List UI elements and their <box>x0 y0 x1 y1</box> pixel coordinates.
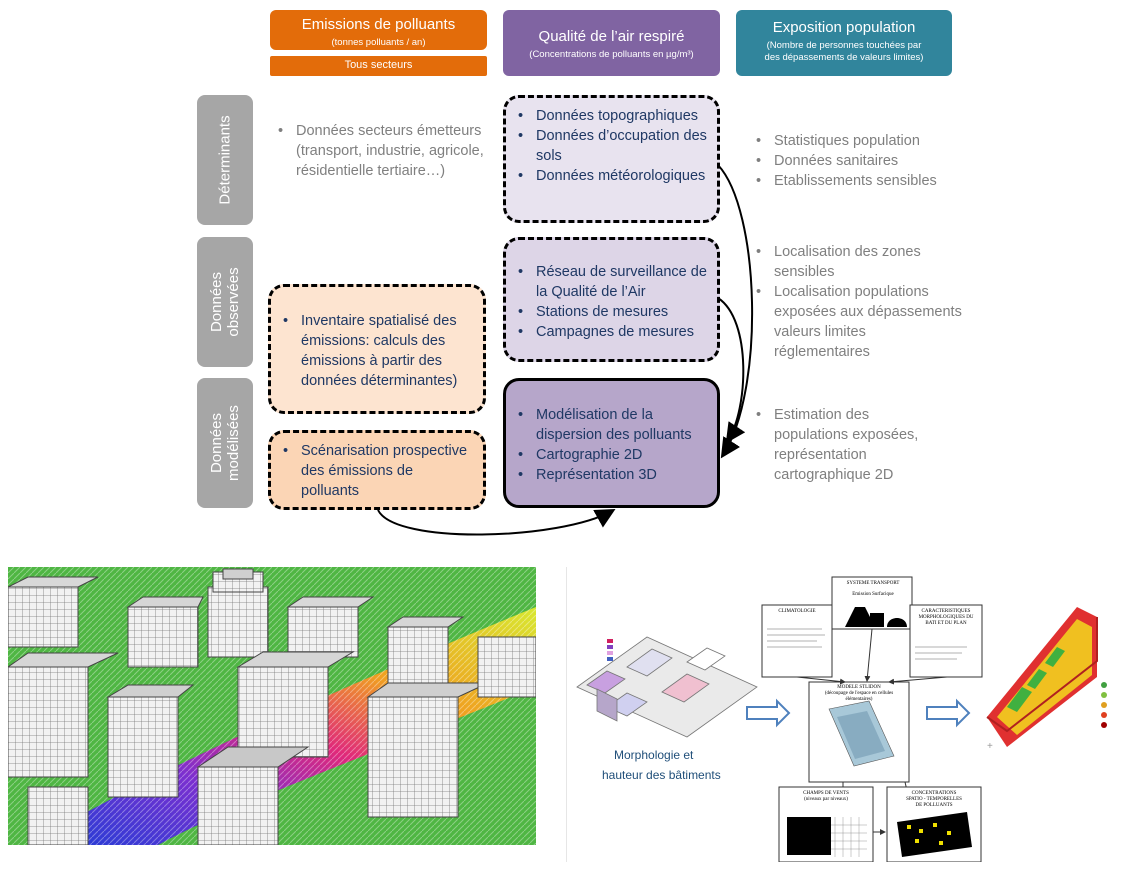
header-air-title: Qualité de l’air respiré <box>538 28 685 45</box>
cell-exposition-observees: Localisation des zones sensibles Localis… <box>752 242 962 362</box>
list-item: Localisation des zones sensibles <box>752 242 962 282</box>
model-scheme-panel: + SYSTEME TRANSPORT Emission Surfacique … <box>566 567 1122 862</box>
scheme-climatology-label: CLIMATOLOGIE <box>778 609 816 614</box>
list-item: Réseau de surveillance de la Qualité de … <box>514 262 709 302</box>
list-item: Statistiques population <box>752 131 952 151</box>
header-exposition-subtitle-1: (Nombre de personnes touchées par <box>766 40 922 51</box>
scheme-caracteristiques-label: CARACTERISTIQUES MORPHOLOGIQUES DU BATI … <box>918 609 974 626</box>
row-label-determinants: Déterminants <box>197 95 253 225</box>
list-item: Scénarisation prospective des émissions … <box>279 441 475 501</box>
list-item: Données secteurs émetteurs (transport, i… <box>274 121 484 181</box>
flow-arrows <box>377 164 754 536</box>
list-item: Estimation des populations exposées, rep… <box>752 405 922 485</box>
header-air-quality: Qualité de l’air respiré (Concentrations… <box>503 10 720 76</box>
scheme-transport-label: SYSTEME TRANSPORT Emission Surfacique <box>846 581 900 597</box>
list-item: Inventaire spatialisé des émissions: cal… <box>279 311 475 391</box>
list-item: Modélisation de la dispersion des pollua… <box>514 405 709 445</box>
cell-air-determinants: Données topographiques Données d’occupat… <box>503 95 720 223</box>
list-item: Campagnes de mesures <box>514 322 709 342</box>
list-item: Représentation 3D <box>514 465 709 485</box>
dispersion-3d-image <box>8 567 536 845</box>
arrow-scenario-to-model <box>377 509 616 536</box>
model-scheme-drawing: + <box>576 576 1107 862</box>
list-item: Etablissements sensibles <box>752 171 952 191</box>
cell-air-modelisees: Modélisation de la dispersion des pollua… <box>503 378 720 508</box>
list-item: Cartographie 2D <box>514 445 709 465</box>
arrow-determinants-to-model <box>717 164 754 459</box>
svg-text:+: + <box>987 741 993 752</box>
cell-exposition-determinants: Statistiques population Données sanitair… <box>752 131 952 191</box>
list-item: Données d’occupation des sols <box>514 126 709 166</box>
scheme-vents-label: CHAMPS DE VENTS (niveaux par niveaux) <box>803 791 849 802</box>
header-exposition-subtitle-2: des dépassements de valeurs limites) <box>764 52 924 63</box>
scheme-model-label: MODELE STLIDON (découpage de l'espace en… <box>824 685 894 702</box>
header-emissions-subtitle: (tonnes polluants / an) <box>331 37 426 48</box>
cell-air-observees: Réseau de surveillance de la Qualité de … <box>503 237 720 362</box>
header-emissions: Emissions de polluants (tonnes polluants… <box>270 10 487 50</box>
header-emissions-title: Emissions de polluants <box>301 16 456 33</box>
header-air-subtitle: (Concentrations de polluants en µg/m³) <box>529 49 694 60</box>
cell-exposition-modelisees: Estimation des populations exposées, rep… <box>752 405 922 485</box>
morphologie-caption: Morphologie et hauteur des bâtiments <box>602 748 721 782</box>
list-item: Localisation populations exposées aux dé… <box>752 282 962 362</box>
cell-emissions-observees: Inventaire spatialisé des émissions: cal… <box>268 284 486 414</box>
dispersion-3d-drawing <box>8 567 536 845</box>
header-exposition: Exposition population (Nombre de personn… <box>736 10 952 76</box>
list-item: Données météorologiques <box>514 166 709 186</box>
list-item: Données sanitaires <box>752 151 952 171</box>
list-item: Données topographiques <box>514 106 709 126</box>
cell-emissions-determinants: Données secteurs émetteurs (transport, i… <box>274 121 484 181</box>
header-exposition-title: Exposition population <box>772 19 916 36</box>
scheme-concentrations-label: CONCENTRATIONS SPATIO - TEMPORELLES DE P… <box>906 791 962 808</box>
header-emissions-sub-bar: Tous secteurs <box>270 56 487 76</box>
cell-emissions-modelisees: Scénarisation prospective des émissions … <box>268 430 486 510</box>
list-item: Stations de mesures <box>514 302 709 322</box>
arrow-observees-to-model <box>717 297 746 444</box>
